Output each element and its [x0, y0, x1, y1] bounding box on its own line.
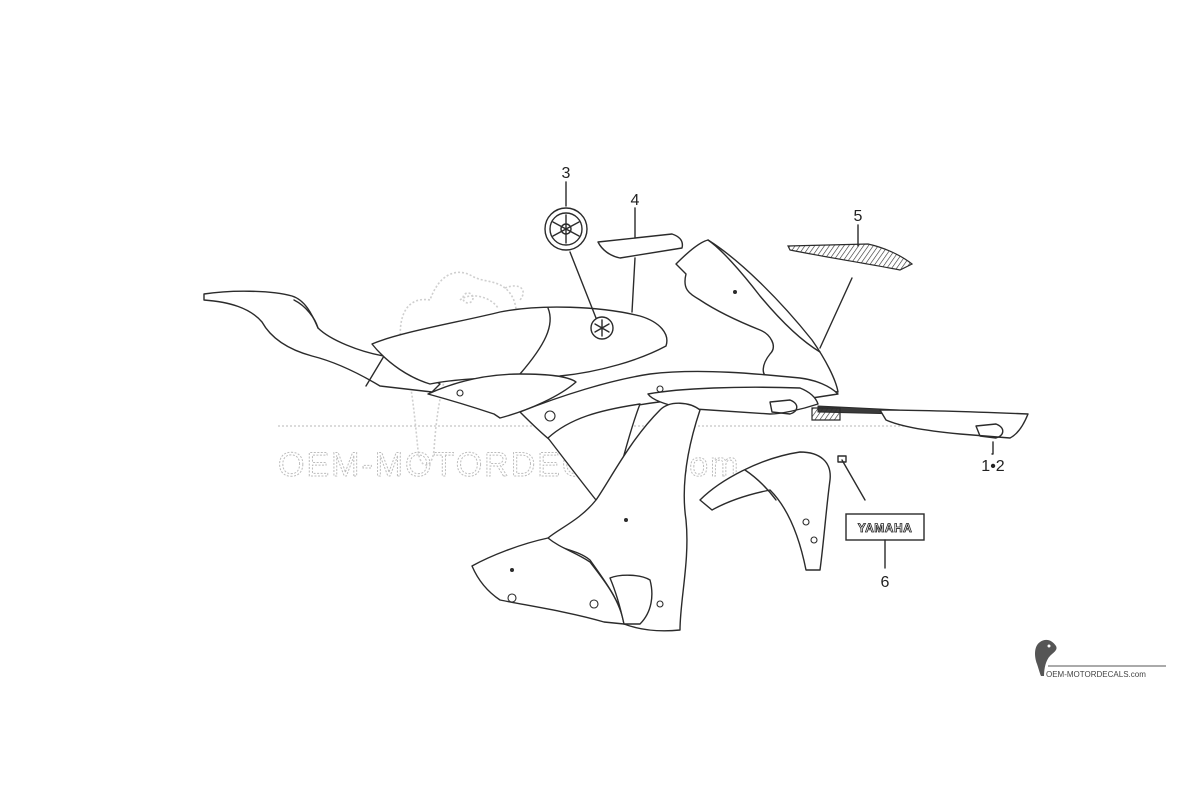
bird-logo-icon: [1035, 639, 1057, 676]
tank-strip-decal-part: [597, 233, 684, 259]
side-stripe-decal: [647, 386, 1029, 439]
hatched-decal-part: [787, 243, 914, 271]
site-logo: OEM-MOTORDECALS.com: [1035, 639, 1166, 679]
callout-3: 3: [562, 165, 571, 182]
lower-fairing: [471, 402, 701, 632]
emblem-decal-part: [544, 207, 588, 251]
front-fender: [699, 451, 847, 571]
callout-1-2: 1•2: [981, 458, 1005, 475]
leader-lines: [565, 181, 994, 569]
logo-text: OEM-MOTORDECALS.com: [1046, 670, 1146, 679]
callout-4: 4: [631, 192, 640, 209]
fuel-tank: [371, 306, 668, 395]
yamaha-decal-text: YAMAHA: [858, 521, 913, 535]
yamaha-decal-part: YAMAHA: [845, 513, 925, 541]
callout-5: 5: [854, 208, 863, 225]
callout-labels: 3 4 5 1•2 6: [562, 165, 1005, 591]
upper-fairing: [675, 239, 839, 393]
callout-6: 6: [881, 574, 890, 591]
side-panel: [427, 373, 577, 419]
